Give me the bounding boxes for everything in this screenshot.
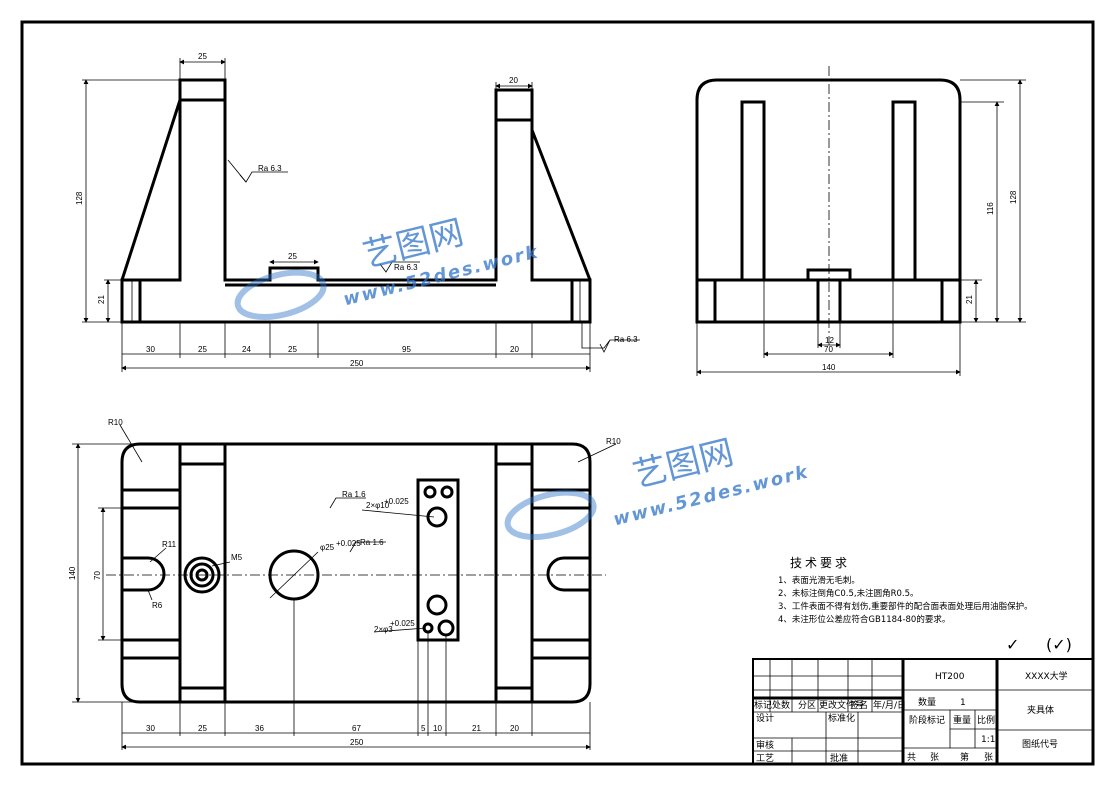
dim-70: 70 xyxy=(824,345,833,354)
tb-rev-col-3: 分区 xyxy=(798,700,816,711)
dim-12: 12 xyxy=(825,336,834,345)
tb-rev-col-6: 年/月/日 xyxy=(873,699,906,711)
dim-140: 140 xyxy=(822,363,836,372)
dim-r10-right: R10 xyxy=(606,437,621,446)
dim-20-top: 20 xyxy=(509,76,518,85)
tech-requirements: 技术要求 1、表面光滑无毛刺。 2、未标注倒角C0.5,未注圆角R0.5。 3、… xyxy=(778,556,1072,654)
dim-116: 116 xyxy=(986,202,995,215)
dim-30: 30 xyxy=(146,345,155,354)
tb-approve: 批准 xyxy=(830,752,848,764)
dim-128: 128 xyxy=(75,191,84,205)
dim-top-140: 140 xyxy=(68,566,77,580)
roughness-3: Ra 6.3 xyxy=(614,335,638,344)
hole-2phi10-tol: +0.025 xyxy=(384,497,409,506)
tb-scale-value: 1:1 xyxy=(981,735,995,745)
dim-20: 20 xyxy=(510,345,519,354)
tb-rev-col-5: 签名 xyxy=(850,699,868,711)
hole-2phi3: 2×φ3 xyxy=(374,625,393,634)
hole-phi25-tol: +0.025 xyxy=(336,539,361,548)
dim-r11: R11 xyxy=(162,540,177,549)
dim-95: 95 xyxy=(402,345,411,354)
front-view: 25 20 25 128 21 30 25 24 25 95 20 250 xyxy=(75,52,640,372)
dim-top-67: 67 xyxy=(352,724,361,733)
roughness-2: Ra 6.3 xyxy=(394,263,418,272)
dim-250: 250 xyxy=(350,359,364,368)
dim-top-70: 70 xyxy=(93,571,102,580)
tb-nth-sheet: 张 xyxy=(984,752,993,763)
tech-item-1: 1、表面光滑无毛刺。 xyxy=(778,575,860,586)
side-view: 116 128 21 12 70 140 xyxy=(695,66,1026,376)
dim-top-5: 5 xyxy=(421,724,426,733)
watermark-2: 艺图网 www.52des.work xyxy=(504,432,811,540)
tb-material: HT200 xyxy=(935,672,965,682)
tb-drawing-no: 图纸代号 xyxy=(1022,738,1058,750)
tb-rev-col-4: 更改文件号 xyxy=(819,699,864,711)
tb-sheet-label: 张 xyxy=(930,752,939,763)
dim-top-36: 36 xyxy=(255,724,264,733)
tb-qty-label: 数量 xyxy=(918,696,936,708)
tb-design: 设计 xyxy=(756,712,774,724)
dim-top-21: 21 xyxy=(472,724,481,733)
tb-rev-col-2: 处数 xyxy=(772,699,790,711)
tb-nth-label: 第 xyxy=(960,751,969,763)
tb-stage-label: 阶段标记 xyxy=(909,714,945,726)
dim-top-30: 30 xyxy=(146,724,155,733)
roughness-check-paren: (✓) xyxy=(1046,635,1072,654)
tech-title: 技术要求 xyxy=(790,556,850,570)
title-block: HT200 XXXX大学 夹具体 图纸代号 数量 1 阶段标记 重量 比例 1:… xyxy=(752,658,1094,765)
dim-m5: M5 xyxy=(231,553,243,562)
dim-slot-25: 25 xyxy=(288,252,297,261)
tb-scale-label: 比例 xyxy=(977,714,995,726)
dim-r10-left: R10 xyxy=(108,418,123,427)
dim-top-10: 10 xyxy=(433,724,442,733)
roughness-top-2: Ra 1.6 xyxy=(360,538,384,547)
dim-21: 21 xyxy=(97,295,106,304)
tb-qty-value: 1 xyxy=(960,698,966,708)
hole-2phi10: 2×φ10 xyxy=(366,501,390,510)
tech-item-4: 4、未注形位公差应符合GB1184-80的要求。 xyxy=(778,614,950,625)
roughness-check-symbol: ✓ xyxy=(1006,635,1019,654)
tb-school: XXXX大学 xyxy=(1025,670,1068,682)
dim-25-top: 25 xyxy=(198,52,207,61)
tb-weight-label: 重量 xyxy=(953,714,971,726)
roughness-1: Ra 6.3 xyxy=(258,164,282,173)
tb-total-label: 共 xyxy=(907,752,916,763)
dim-top-25: 25 xyxy=(198,724,207,733)
dim-top-250: 250 xyxy=(350,738,364,747)
dim-25a: 25 xyxy=(198,345,207,354)
tech-item-2: 2、未标注倒角C0.5,未注圆角R0.5。 xyxy=(778,588,919,599)
roughness-top-1: Ra 1.6 xyxy=(342,490,366,499)
dim-24: 24 xyxy=(242,345,251,354)
drawing-border xyxy=(20,20,1095,766)
dim-top-20: 20 xyxy=(510,724,519,733)
top-view: 140 70 R10 R10 R11 R6 M5 Ra 1.6 2×φ10 +0… xyxy=(68,418,621,750)
dim-side-128: 128 xyxy=(1009,190,1018,204)
tb-standard: 标准化 xyxy=(828,712,855,724)
tb-rev-col-1: 标记 xyxy=(754,699,772,711)
hole-2phi3-tol: +0.025 xyxy=(390,619,415,628)
dim-r6: R6 xyxy=(152,601,163,610)
tb-review: 审核 xyxy=(756,739,774,751)
tech-item-3: 3、工件表面不得有划伤,重要部件的配合面表面处理后用油脂保护。 xyxy=(778,601,1033,612)
tb-process: 工艺 xyxy=(756,753,774,764)
dim-25b: 25 xyxy=(288,345,297,354)
hole-phi25: φ25 xyxy=(320,543,335,552)
tb-part-name: 夹具体 xyxy=(1027,704,1054,716)
dim-side-21: 21 xyxy=(965,295,974,304)
